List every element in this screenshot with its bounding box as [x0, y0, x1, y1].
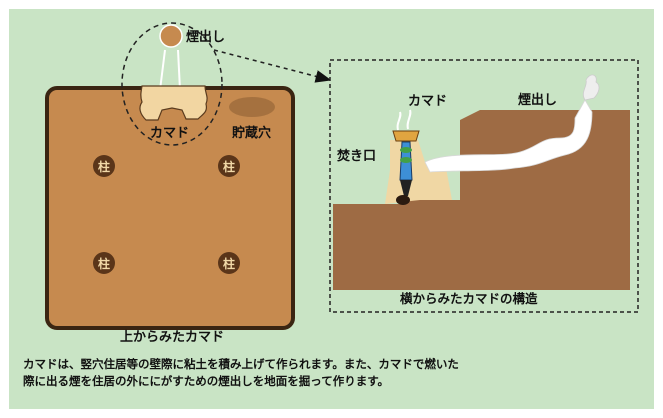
label-pillar-3: 柱 [98, 256, 110, 271]
caption-line-2: 際に出る煙を住居の外ににがすための煙出しを地面を掘って作ります。 [23, 374, 390, 388]
pillar-bottom-right [218, 252, 240, 274]
smoke-puff [582, 74, 600, 101]
caption-line-1: カマドは、竪穴住居等の壁際に粘土を積み上げて作られます。また、カマドで燃いた [23, 357, 459, 371]
pillar-top-right [218, 155, 240, 177]
description-caption: カマドは、竪穴住居等の壁際に粘土を積み上げて作られます。また、カマドで燃いた 際… [23, 356, 643, 390]
label-chimney-top: 煙出し [186, 29, 225, 45]
kamado-top-shape [139, 85, 208, 121]
chimney-channel-right [177, 49, 181, 91]
label-pillar-1: 柱 [98, 159, 110, 174]
label-kamado-side: カマド [408, 94, 447, 109]
fire-mouth-fire [396, 195, 410, 205]
top-view-title: 上からみたカマド [120, 330, 224, 345]
chimney-channel-left [159, 49, 166, 91]
kamado-highlight-ellipse [121, 22, 223, 146]
pillar-top-left [93, 155, 115, 177]
pot-steam [396, 109, 412, 131]
label-fire-mouth: 焚き口 [336, 148, 376, 164]
chimney-outlet-circle [159, 24, 183, 48]
label-kamado-top: カマド [150, 126, 189, 141]
label-pillar-2: 柱 [223, 159, 235, 174]
label-pillar-4: 柱 [223, 256, 235, 271]
side-view: カマド 煙出し 焚き口 横からみたカマドの構造 [329, 59, 639, 313]
dwelling-floor [45, 86, 295, 330]
pillar-bottom-left [93, 252, 115, 274]
side-view-title: 横からみたカマドの構造 [400, 291, 538, 306]
label-storage-pit: 貯蔵穴 [232, 125, 271, 141]
label-chimney-side: 煙出し [518, 92, 557, 108]
chimney-smoke-path [424, 99, 593, 173]
top-view: 煙出し カマド 貯蔵穴 柱 柱 柱 柱 上からみたカマド [45, 22, 332, 345]
cooking-pot [392, 130, 420, 196]
zoom-arrow [213, 49, 332, 83]
storage-pit [229, 97, 275, 117]
